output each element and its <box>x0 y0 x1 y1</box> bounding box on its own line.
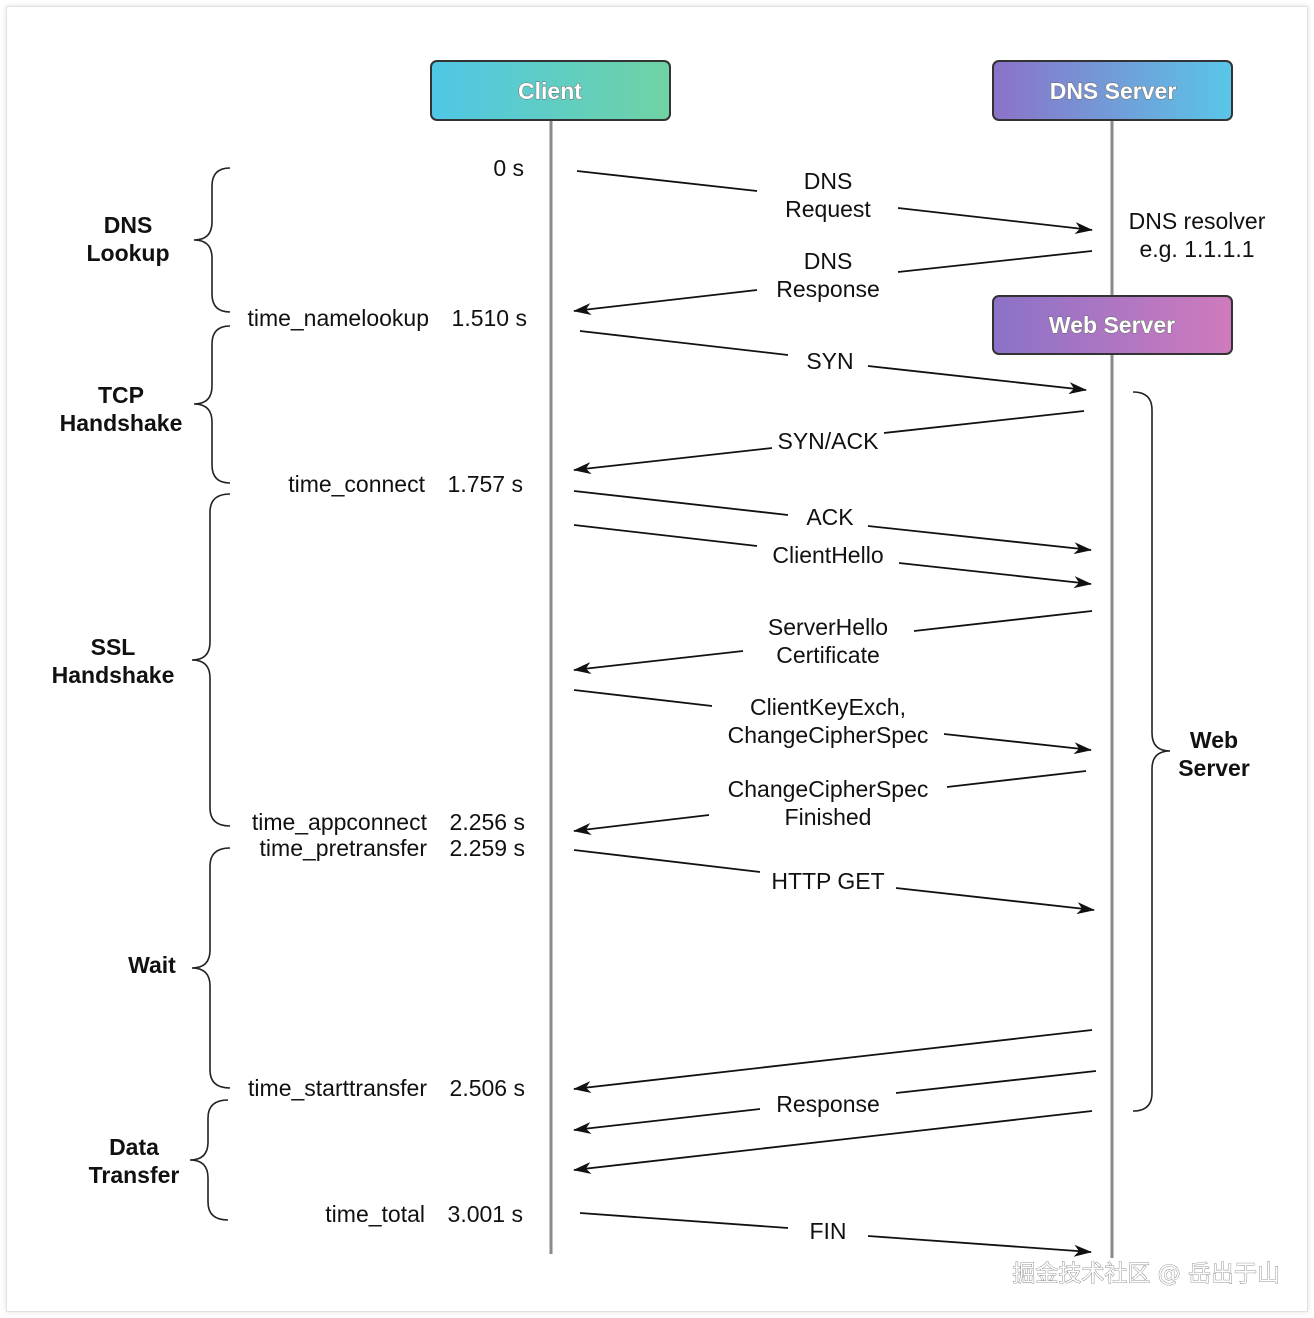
phase-dns-line1: DNS <box>104 212 153 238</box>
arrow-syn-ack-head <box>573 447 773 475</box>
arrow-http-get-tail <box>573 849 761 873</box>
msg-change-cipher-spec-line2: Finished <box>785 804 872 830</box>
timing-starttransfer-value: 2.506 s <box>450 1075 525 1101</box>
phase-wait: Wait <box>128 952 176 978</box>
brace-wait <box>191 847 231 1089</box>
msg-syn-ack: SYN/ACK <box>778 428 880 454</box>
msg-dns-request-line1: DNS <box>804 168 853 194</box>
web-server-box: Web Server <box>992 295 1233 355</box>
timing-connect-name: time_connect <box>288 471 425 497</box>
msg-dns-response-line1: DNS <box>804 248 853 274</box>
arrow-fin-head <box>867 1235 1092 1257</box>
msg-dns-response-line2: Response <box>776 276 880 302</box>
arrow-dns-response-head <box>573 289 758 316</box>
watermark: 掘金技术社区 @ 岳出于山 <box>1012 1261 1280 1287</box>
arrow-dns-request-tail <box>576 170 758 192</box>
timing-pretransfer-value: 2.259 s <box>450 835 525 861</box>
dns-server-label: DNS Server <box>1050 78 1177 104</box>
web-server-label: Web Server <box>1049 312 1175 338</box>
brace-data <box>189 1099 229 1221</box>
msg-client-key-exch-line1: ClientKeyExch, <box>750 694 906 720</box>
arrow-syn-tail <box>579 330 789 356</box>
msg-response: Response <box>776 1091 880 1117</box>
web-server-bracket-line1: Web <box>1190 727 1238 753</box>
msg-server-hello-line1: ServerHello <box>768 614 888 640</box>
msg-syn: SYN <box>806 348 853 374</box>
msg-change-cipher-spec-line1: ChangeCipherSpec <box>728 776 929 802</box>
timing-appconnect-name: time_appconnect <box>252 809 428 835</box>
arrow-syn-head <box>867 365 1087 395</box>
client-box: Client <box>430 60 671 121</box>
phase-ssl-line1: SSL <box>91 634 136 660</box>
arrow-response-1 <box>573 1029 1093 1094</box>
phase-dns-line2: Lookup <box>86 240 169 266</box>
brace-tcp <box>193 325 231 484</box>
arrow-server-hello-tail <box>913 610 1093 632</box>
timing-pretransfer-name: time_pretransfer <box>260 835 428 861</box>
arrow-response-3 <box>573 1110 1093 1175</box>
phase-tcp-line1: TCP <box>98 382 144 408</box>
arrow-client-key-exch-tail <box>573 689 713 707</box>
arrow-ack-tail <box>573 490 789 516</box>
dns-resolver-note-line1: DNS resolver <box>1129 208 1266 234</box>
phase-data-line2: Transfer <box>89 1162 180 1188</box>
arrow-dns-request-head <box>897 207 1093 235</box>
arrow-dns-response-tail <box>897 250 1093 273</box>
brace-ssl <box>191 493 231 827</box>
arrow-client-hello-tail <box>573 524 758 547</box>
arrow-change-cipher-spec-head <box>573 814 710 835</box>
timing-total-name: time_total <box>325 1201 425 1227</box>
msg-client-key-exch-line2: ChangeCipherSpec <box>728 722 929 748</box>
msg-client-hello: ClientHello <box>772 542 883 568</box>
timing-appconnect-value: 2.256 s <box>450 809 525 835</box>
arrow-client-key-exch-head <box>943 733 1092 755</box>
phase-data-line1: Data <box>109 1134 159 1160</box>
arrow-fin-tail <box>579 1212 789 1229</box>
brace-dns <box>193 167 231 313</box>
arrow-response-2-head <box>573 1108 761 1135</box>
msg-server-hello-line2: Certificate <box>776 642 880 668</box>
timing-start-value: 0 s <box>493 155 524 181</box>
phase-tcp-line2: Handshake <box>60 410 183 436</box>
arrow-server-hello-head <box>573 650 744 675</box>
timing-total-value: 3.001 s <box>448 1201 523 1227</box>
msg-http-get: HTTP GET <box>771 868 884 894</box>
dns-resolver-note-line2: e.g. 1.1.1.1 <box>1139 236 1254 262</box>
arrow-response-2-tail <box>895 1070 1097 1094</box>
timing-starttransfer-name: time_starttransfer <box>248 1075 427 1101</box>
arrow-client-hello-head <box>898 562 1092 589</box>
timing-namelookup-name: time_namelookup <box>247 305 429 331</box>
timing-connect-value: 1.757 s <box>448 471 523 497</box>
arrow-http-get-head <box>895 887 1095 915</box>
timing-namelookup-value: 1.510 s <box>452 305 527 331</box>
msg-fin: FIN <box>809 1218 846 1244</box>
brace-web-server <box>1132 391 1171 1112</box>
web-server-bracket-line2: Server <box>1178 755 1250 781</box>
dns-server-box: DNS Server <box>992 60 1233 121</box>
msg-dns-request-line2: Request <box>785 196 871 222</box>
client-label: Client <box>518 78 582 104</box>
phase-ssl-line2: Handshake <box>52 662 175 688</box>
arrow-ack-head <box>867 525 1092 555</box>
msg-ack: ACK <box>806 504 854 530</box>
arrow-change-cipher-spec-tail <box>946 770 1087 788</box>
arrow-syn-ack-tail <box>883 410 1085 434</box>
